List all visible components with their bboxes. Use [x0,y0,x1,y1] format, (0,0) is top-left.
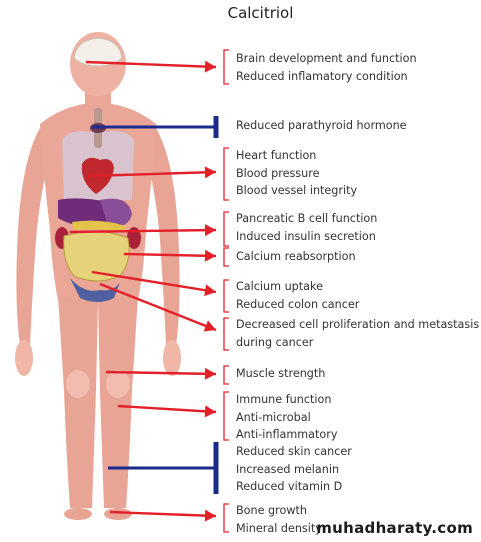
connector-brain [85,60,217,69]
connector-muscle [105,370,217,376]
bracket-cancer [223,317,229,351]
right-hand [163,340,181,376]
arrowhead-muscle [204,367,216,380]
human-body-figure [15,32,181,520]
left-arm [16,128,52,345]
brain [73,37,123,67]
connector-pancreas [69,228,217,234]
bracket-brain [223,49,229,85]
left-foot [64,508,92,520]
right-arm [144,128,180,345]
watermark: muhadharaty.com [316,519,473,537]
bracket-immune [223,391,229,441]
bracket-heart [223,147,229,201]
right-knee [106,370,130,398]
connector-kidney [123,252,217,258]
effect-label-cancer: Decreased cell proliferation and metasta… [236,318,480,349]
arrowhead-bone [204,509,216,522]
left-knee [66,370,90,398]
left-hand [15,340,33,376]
connector-colon [91,270,217,294]
bracket-kidney [223,247,229,267]
arrowhead-brain [204,60,216,73]
stomach [100,198,132,227]
bracket-colon [223,279,229,313]
connector-heart [87,170,217,178]
arrowhead-pancreas [204,224,216,237]
colon [70,278,120,302]
right-kidney [127,227,141,249]
effect-label-kidney: Calcium reabsorption [236,250,356,263]
left-leg [58,296,98,508]
connector-immune [117,404,217,414]
arrowhead-heart [204,166,216,179]
bracket-pancreas [223,211,229,247]
arrowhead-colon [204,284,216,297]
effect-label-muscle: Muscle strength [236,367,326,380]
diagram-title: Calcitriol [227,4,294,22]
bracket-bone [223,503,229,533]
bracket-muscle [223,365,229,385]
connector-cancer [99,282,217,332]
effect-connectors [69,60,219,522]
right-foot [104,508,132,520]
arrowhead-cancer [203,320,216,332]
effect-label-parathyroid: Reduced parathyroid hormone [236,119,407,132]
pancreas [72,220,126,232]
liver [58,198,112,226]
connector-bone [109,510,217,518]
right-leg [98,296,138,508]
arrowhead-immune [204,405,216,418]
effect-brackets [223,49,229,533]
arrowhead-kidney [204,249,216,262]
